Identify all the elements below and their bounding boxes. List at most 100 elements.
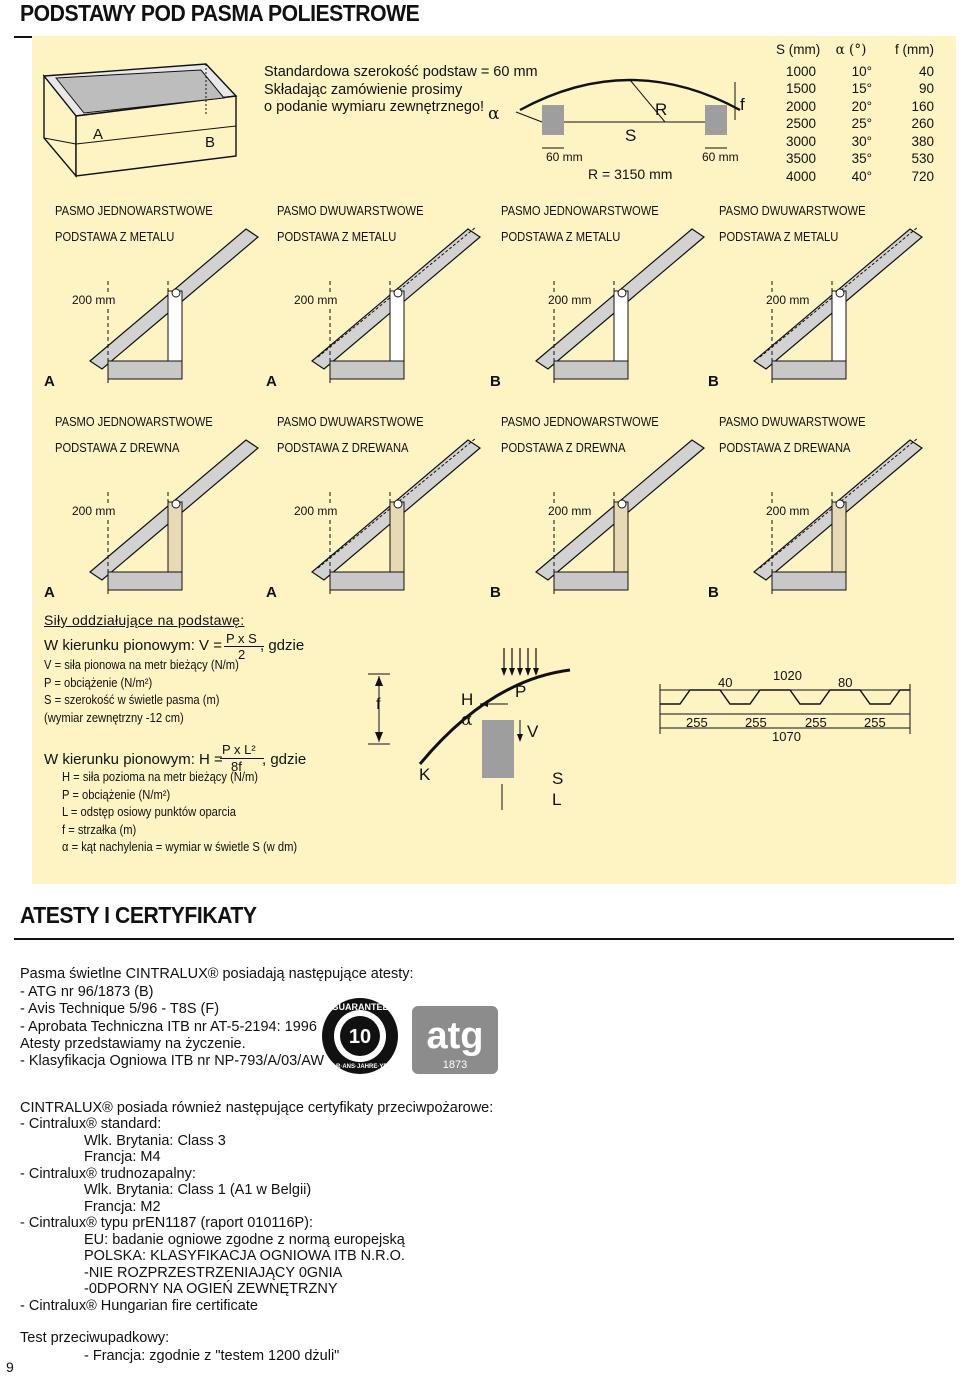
table-cell: 20° bbox=[851, 98, 872, 114]
page-header: PODSTAWY POD PASMA POLIESTROWE bbox=[14, 0, 954, 38]
table-cell: 25° bbox=[851, 116, 872, 131]
atg-number: 1873 bbox=[443, 1059, 467, 1071]
v-legend-line: (wymiar zewnętrzny -12 cm) bbox=[44, 709, 184, 725]
v-legend-line: P = obciążenie (N/m²) bbox=[44, 674, 153, 690]
certs-sub: Wlk. Brytania: Class 1 (A1 w Belgii) bbox=[84, 1182, 312, 1198]
force-alpha-label: α bbox=[461, 710, 473, 730]
atg-text: atg bbox=[427, 1015, 484, 1057]
section-heading-1: PASMO DWUWARSTWOWE bbox=[277, 414, 424, 429]
atesty-item: - Avis Technique 5/96 - T8S (F) bbox=[20, 1001, 220, 1017]
certs-item: - Cintralux® typu prEN1187 (raport 01011… bbox=[20, 1215, 314, 1231]
profile-bottom-255: 255 bbox=[864, 715, 886, 730]
section-heading-2: PODSTAWA Z METALU bbox=[55, 229, 175, 244]
h-legend-line: H = siła pozioma na metr bieżący (N/m) bbox=[62, 769, 259, 784]
section-heading-2: PODSTAWA Z METALU bbox=[501, 229, 621, 244]
table-row: 4000 40° 720 bbox=[776, 169, 934, 187]
section-width: 200 mm bbox=[546, 293, 594, 307]
section-heading-1: PASMO DWUWARSTWOWE bbox=[277, 203, 424, 218]
section-letter: B bbox=[708, 373, 719, 390]
intro-line-3: o podanie wymiaru zewnętrznego! bbox=[264, 99, 485, 115]
table-cell: 4000 bbox=[785, 168, 816, 184]
certs-item: - Cintralux® Hungarian fire certificate bbox=[20, 1298, 258, 1314]
section-width: 200 mm bbox=[764, 504, 812, 518]
certs-intro: CINTRALUX® posiada również następujące c… bbox=[20, 1100, 494, 1116]
section-drawing-wrapper bbox=[272, 432, 482, 607]
table-header-alpha: α (°) bbox=[835, 42, 867, 58]
atesty-item: - Klasyfikacja Ogniowa ITB nr NP-793/A/0… bbox=[20, 1053, 325, 1069]
force-p-label: P bbox=[515, 682, 527, 701]
table-cell: 380 bbox=[911, 133, 934, 149]
table-cell: 10° bbox=[851, 63, 872, 79]
v-legend-line: V = siła pionowa na metr bieżący (N/m) bbox=[44, 657, 239, 672]
atesty-note: Atesty przedstawiamy na życzenie. bbox=[20, 1036, 246, 1052]
certs-sub: Francja: M4 bbox=[84, 1149, 161, 1165]
section-drawing-wrapper bbox=[714, 432, 924, 607]
section-heading-1: PASMO JEDNOWARSTWOWE bbox=[55, 414, 213, 429]
table-cell: 720 bbox=[911, 168, 934, 184]
section-drawing-wrapper bbox=[50, 221, 260, 396]
section-letter: B bbox=[708, 584, 719, 601]
box-label-b: B bbox=[205, 134, 216, 151]
section-header: ATESTY I CERTYFIKATY bbox=[14, 902, 954, 940]
arch-f-label: f bbox=[740, 95, 745, 114]
section-title: ATESTY I CERTYFIKATY bbox=[20, 902, 257, 928]
table-cell: 160 bbox=[911, 98, 934, 114]
table-cell: 40° bbox=[851, 168, 872, 184]
section-heading-1: PASMO JEDNOWARSTWOWE bbox=[501, 414, 659, 429]
wood-detail-drawing bbox=[311, 437, 481, 597]
certs-sub: EU: badanie ogniowe zgodne z normą europ… bbox=[84, 1232, 405, 1248]
h-legend-line: L = odstęp osiowy punktów oparcia bbox=[62, 804, 236, 820]
page-title: PODSTAWY POD PASMA POLIESTROWE bbox=[20, 0, 420, 26]
table-header-f: f (mm) bbox=[895, 42, 934, 57]
section-drawing-wrapper bbox=[50, 432, 260, 607]
formula-v-suffix: , gdzie bbox=[260, 637, 305, 654]
atesty-item: - Aprobata Techniczna ITB nr AT-5-2194: … bbox=[20, 1019, 317, 1035]
metal-detail-drawing bbox=[535, 228, 705, 386]
formula-v-prefix: W kierunku pionowym: V = bbox=[44, 637, 222, 654]
certs-sub: Francja: M2 bbox=[84, 1199, 161, 1215]
table-cell: 90 bbox=[918, 81, 934, 96]
table-cell: 3500 bbox=[785, 151, 816, 166]
atg-logo: atg 1873 bbox=[412, 1006, 498, 1074]
formula-h-denominator: 8f bbox=[231, 759, 242, 774]
profile-top-80: 80 bbox=[838, 675, 853, 690]
metal-detail-drawing bbox=[311, 226, 481, 386]
arch-right-width: 60 mm bbox=[702, 150, 739, 164]
profile-top-1020: 1020 bbox=[773, 668, 802, 683]
section-width: 200 mm bbox=[70, 504, 118, 518]
intro-line-1: Standardowa szerokość podstaw = 60 mm bbox=[264, 64, 538, 80]
seal-text: GUARANTEE bbox=[331, 1002, 388, 1012]
profile-diagram bbox=[659, 684, 911, 734]
h-legend-line: P = obciążenie (N/m²) bbox=[62, 786, 171, 802]
h-legend-line: α = kąt nachylenia = wymiar w świetle S … bbox=[62, 839, 298, 855]
section-letter: A bbox=[266, 373, 277, 390]
intro-text: Standardowa szerokość podstaw = 60 mm Sk… bbox=[264, 64, 538, 117]
section-heading-2: PODSTAWA Z DREWANA bbox=[719, 440, 851, 455]
certs-item: - Cintralux® standard: bbox=[20, 1116, 162, 1132]
section-heading-2: PODSTAWA Z DREWNA bbox=[55, 440, 180, 455]
table-cell: 260 bbox=[911, 116, 934, 131]
section-letter: A bbox=[266, 584, 277, 601]
base-frame-drawing bbox=[42, 63, 238, 178]
certs-sub: Wlk. Brytania: Class 3 bbox=[84, 1133, 226, 1149]
section-width: 200 mm bbox=[764, 293, 812, 307]
formula-h-prefix: W kierunku pionowym: H = bbox=[44, 751, 223, 768]
seal-subtext: JAAR·ANS·JAHRE·YEAR bbox=[324, 1064, 397, 1070]
arch-s-label: S bbox=[625, 126, 637, 145]
force-k-label: K bbox=[419, 765, 431, 784]
profile-total: 1070 bbox=[772, 729, 801, 744]
guarantee-seal: 10 GUARANTEE JAAR·ANS·JAHRE·YEAR bbox=[322, 998, 398, 1074]
table-cell: 3000 bbox=[785, 133, 816, 149]
forces-heading: Siły oddziałujące na podstawę: bbox=[44, 612, 245, 628]
section-width: 200 mm bbox=[70, 293, 118, 307]
metal-detail-drawing bbox=[89, 228, 259, 386]
intro-line-2: Składając zamówienie prosimy bbox=[264, 81, 463, 98]
profile-bottom-255: 255 bbox=[686, 715, 708, 730]
section-heading-1: PASMO JEDNOWARSTWOWE bbox=[501, 203, 659, 218]
section-heading-1: PASMO JEDNOWARSTWOWE bbox=[55, 203, 213, 218]
seal-years: 10 bbox=[349, 1026, 371, 1048]
certs-sub: -NIE ROZPRZESTRZENIAJĄCY 0GNIA bbox=[84, 1265, 343, 1281]
